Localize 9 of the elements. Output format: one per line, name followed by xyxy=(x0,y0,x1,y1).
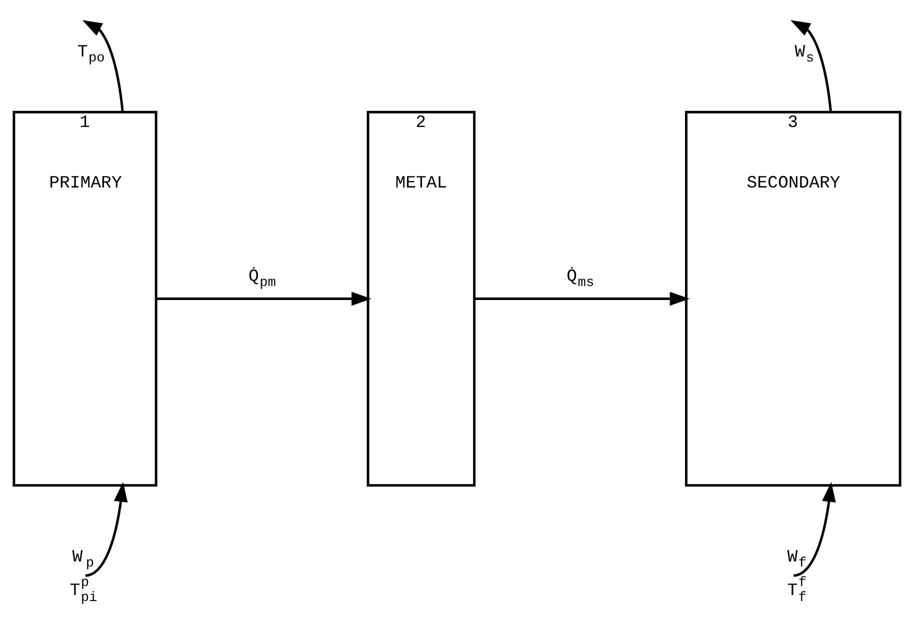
arrow xyxy=(792,482,836,576)
arrow xyxy=(474,291,690,306)
node-box: 1 PRIMARY xyxy=(12,110,157,486)
arrow xyxy=(156,291,371,306)
arrow xyxy=(84,482,128,576)
arrow xyxy=(82,20,124,112)
node-box: 3 SECONDARY xyxy=(684,110,901,486)
node-box: 2 METAL xyxy=(366,110,476,486)
arrow xyxy=(790,20,832,112)
